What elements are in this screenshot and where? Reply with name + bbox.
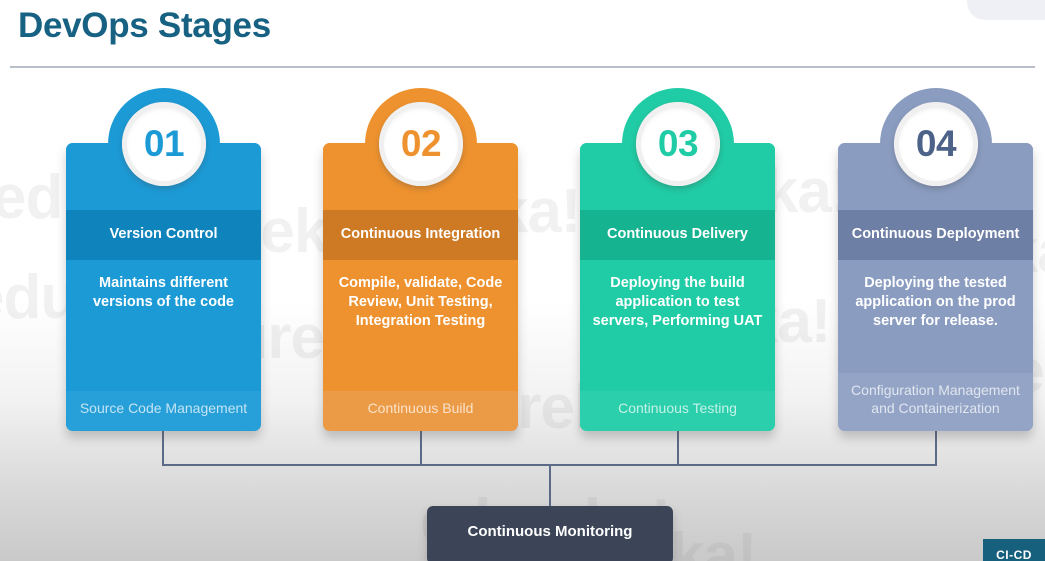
- stage-number-label: 01: [143, 122, 185, 164]
- stage-footer: Continuous Testing: [580, 391, 775, 431]
- connector-bus: [162, 464, 937, 466]
- stage-number-label: 04: [915, 122, 957, 164]
- stage-number-badge: 03: [622, 88, 734, 200]
- stage-number-inner: 04: [894, 102, 978, 186]
- continuous-monitoring-box[interactable]: Continuous Monitoring: [427, 506, 673, 561]
- stage-title: Continuous Deployment: [838, 210, 1033, 260]
- stage-title: Continuous Delivery: [580, 210, 775, 260]
- stage-title: Continuous Integration: [323, 210, 518, 260]
- stage-number-inner: 02: [379, 102, 463, 186]
- stage-number-label: 02: [400, 122, 442, 164]
- connector-drop-3: [677, 431, 679, 466]
- stage-description: Deploying the tested application on the …: [838, 260, 1033, 345]
- slide-header: DevOps Stages: [0, 0, 1045, 72]
- connector-drop-4: [935, 431, 937, 466]
- connector-drop-monitoring: [549, 464, 551, 509]
- stage-description: Compile, validate, Code Review, Unit Tes…: [323, 260, 518, 345]
- stage-title: Version Control: [66, 210, 261, 260]
- connector-drop-2: [420, 431, 422, 466]
- stage-number-badge: 02: [365, 88, 477, 200]
- stage-description: Maintains different versions of the code: [66, 260, 261, 326]
- stage-number-label: 03: [657, 122, 699, 164]
- stage-number-badge: 04: [880, 88, 992, 200]
- stage-footer: Configuration Management and Containeriz…: [838, 373, 1033, 431]
- stage-number-inner: 01: [122, 102, 206, 186]
- stage-number-inner: 03: [636, 102, 720, 186]
- continuous-monitoring-label: Continuous Monitoring: [467, 523, 633, 540]
- stage-card[interactable]: Continuous Integration Compile, validate…: [323, 143, 518, 431]
- corner-glow: [967, 0, 1045, 20]
- corner-badge: CI-CD: [983, 539, 1045, 561]
- stage-footer: Continuous Build: [323, 391, 518, 431]
- title-divider: [10, 66, 1035, 68]
- stage-number-badge: 01: [108, 88, 220, 200]
- stage-footer: Source Code Management: [66, 391, 261, 431]
- stage-description: Deploying the build application to test …: [580, 260, 775, 345]
- corner-badge-label: CI-CD: [996, 547, 1032, 561]
- connector-drop-1: [162, 431, 164, 466]
- page-title: DevOps Stages: [18, 6, 271, 45]
